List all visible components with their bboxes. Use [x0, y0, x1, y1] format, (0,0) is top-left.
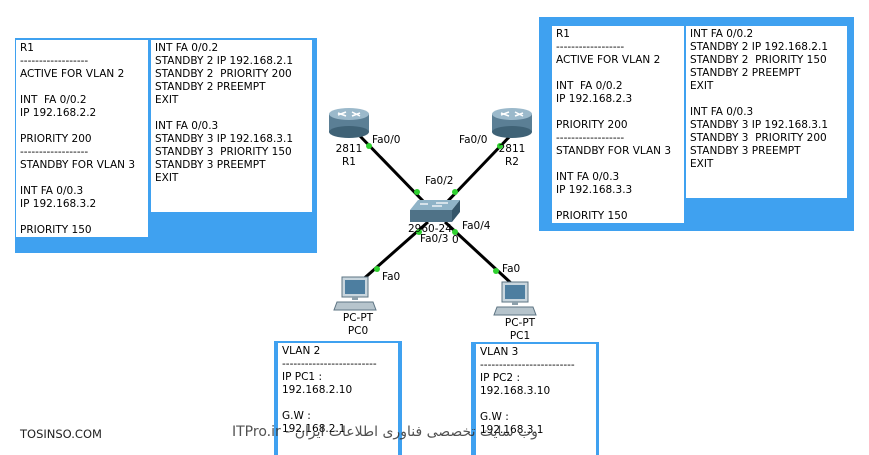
router-icon-r2[interactable]	[492, 108, 532, 138]
watermark-right: وب سایت تخصصی فناوری اطلاعات ایران - ITP…	[232, 424, 538, 440]
pc-icon-pc1[interactable]	[493, 281, 537, 316]
port-dot-switch-fa04	[452, 229, 458, 235]
watermark-left: TOSINSO.COM	[20, 427, 102, 441]
pc1-name-label: PC1	[509, 330, 531, 342]
port-dot-switch-fa02	[414, 189, 420, 195]
config-note-pc0-text: VLAN 2 ------------------------- IP PC1 …	[278, 343, 398, 455]
switch-icon[interactable]	[410, 200, 460, 222]
pc-icon-pc0[interactable]	[333, 276, 377, 311]
port-dot-switch-fa03	[416, 229, 422, 235]
pc0-model-label: PC-PT	[342, 312, 374, 324]
port-dot-r1	[366, 143, 372, 149]
port-dot-r2	[497, 143, 503, 149]
config-note-r2-col1: R1 ------------------ ACTIVE FOR VLAN 2 …	[552, 26, 684, 223]
pc0-port-label: Fa0	[382, 271, 401, 283]
r1-port-label: Fa0/0	[372, 134, 401, 146]
config-note-r1-col2: INT FA 0/0.2 STANDBY 2 IP 192.168.2.1 ST…	[151, 40, 312, 212]
switch-model-label: 2960-24	[408, 223, 452, 235]
r2-port-label: Fa0/0	[459, 134, 488, 146]
pc1-port-label: Fa0	[502, 263, 521, 275]
switch-port-extra-label: 0	[452, 234, 459, 246]
port-dot-pc0	[374, 266, 380, 272]
port-dot-pc1	[493, 268, 499, 274]
switch-port-fa02-label: Fa0/2	[425, 175, 454, 187]
port-dot-switch-r2	[452, 189, 458, 195]
pc0-name-label: PC0	[347, 325, 369, 337]
config-note-r2-col2: INT FA 0/0.2 STANDBY 2 IP 192.168.2.1 ST…	[686, 26, 847, 198]
router-icon-r1[interactable]	[329, 108, 369, 138]
config-note-pc1-text: VLAN 3 ------------------------- IP PC2 …	[476, 344, 596, 455]
pc1-model-label: PC-PT	[504, 317, 536, 329]
switch-port-fa03-label: Fa0/3	[420, 233, 449, 245]
r1-model-label: 2811	[335, 143, 363, 155]
r2-model-label: 2811	[498, 143, 526, 155]
config-note-r1-col1: R1 ------------------ ACTIVE FOR VLAN 2 …	[16, 40, 148, 237]
r2-name-label: R2	[505, 156, 519, 168]
switch-port-fa04-label: Fa0/4	[462, 220, 491, 232]
r1-name-label: R1	[342, 156, 356, 168]
